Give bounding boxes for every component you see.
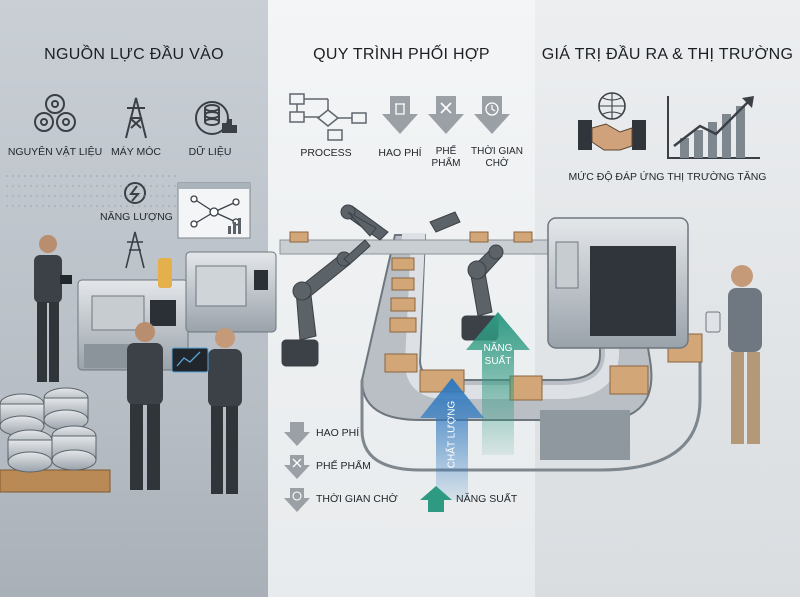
process-title: QUY TRÌNH PHỐI HỢP — [313, 46, 490, 63]
legend-waste-label: HAO PHÍ — [316, 427, 360, 439]
inputs-title: NGUỒN LỰC ĐẦU VÀO — [44, 46, 224, 63]
legend-defect-label: PHẾ PHẨM — [316, 460, 371, 472]
waste-label: HAO PHÍ — [378, 147, 422, 159]
coil-pallet — [0, 387, 111, 493]
dashboard-panel — [177, 182, 251, 239]
legend-waiting-icon — [284, 488, 310, 512]
quality-arrow-label: CHẤT LƯỢNG — [446, 400, 458, 469]
legend-productivity-icon — [420, 486, 452, 512]
database-icon — [195, 101, 237, 135]
legend-productivity-label: NĂNG SUẤT — [456, 493, 518, 505]
defect-label: PHẾ PHẨM — [431, 146, 461, 169]
pylon-small-icon — [125, 231, 145, 269]
raw-material-icon — [34, 94, 76, 132]
process-flowchart-icon — [289, 93, 367, 141]
legend-waste-icon — [284, 422, 310, 446]
defect-icon — [428, 96, 464, 134]
productivity-arrow-label: NĂNG SUẤT — [483, 343, 513, 367]
raw-material-label: NGUYÊN VẬT LIỆU — [7, 146, 103, 158]
outputs-title: GIÁ TRỊ ĐẦU RA & THỊ TRƯỜNG — [541, 46, 794, 63]
productivity-arrow — [466, 312, 530, 455]
machines-label: MÁY MÓC — [111, 146, 161, 158]
machine-center — [158, 251, 277, 333]
waste-icon — [382, 96, 418, 134]
robot-arm-left — [281, 239, 371, 367]
data-label: DỮ LIỆU — [188, 146, 232, 158]
waiting-time-icon — [474, 96, 510, 134]
waiting-time-label: THỜI GIAN CHỜ — [471, 146, 523, 169]
machine-left — [77, 279, 189, 371]
data-grid-decoration — [6, 175, 180, 207]
quality-arrow — [420, 378, 484, 500]
output-machine — [547, 217, 689, 349]
worker-right — [705, 265, 762, 444]
worker-female — [171, 328, 242, 494]
energy-icon — [124, 182, 146, 204]
worker-supervisor — [127, 322, 163, 490]
pylon-icon — [125, 97, 147, 139]
legend-defect-icon — [284, 455, 310, 479]
process-label: PROCESS — [300, 147, 352, 159]
growth-chart-icon — [667, 96, 760, 159]
legend-waiting-label: THỜI GIAN CHỜ — [316, 493, 398, 505]
worker-tablet — [34, 235, 72, 382]
handshake-globe-icon — [578, 92, 646, 151]
robot-arm-center — [340, 204, 389, 241]
energy-label: NĂNG LƯỢNG — [100, 211, 173, 223]
market-response-caption: MỨC ĐỘ ĐÁP ỨNG THỊ TRƯỜNG TĂNG — [568, 171, 767, 183]
